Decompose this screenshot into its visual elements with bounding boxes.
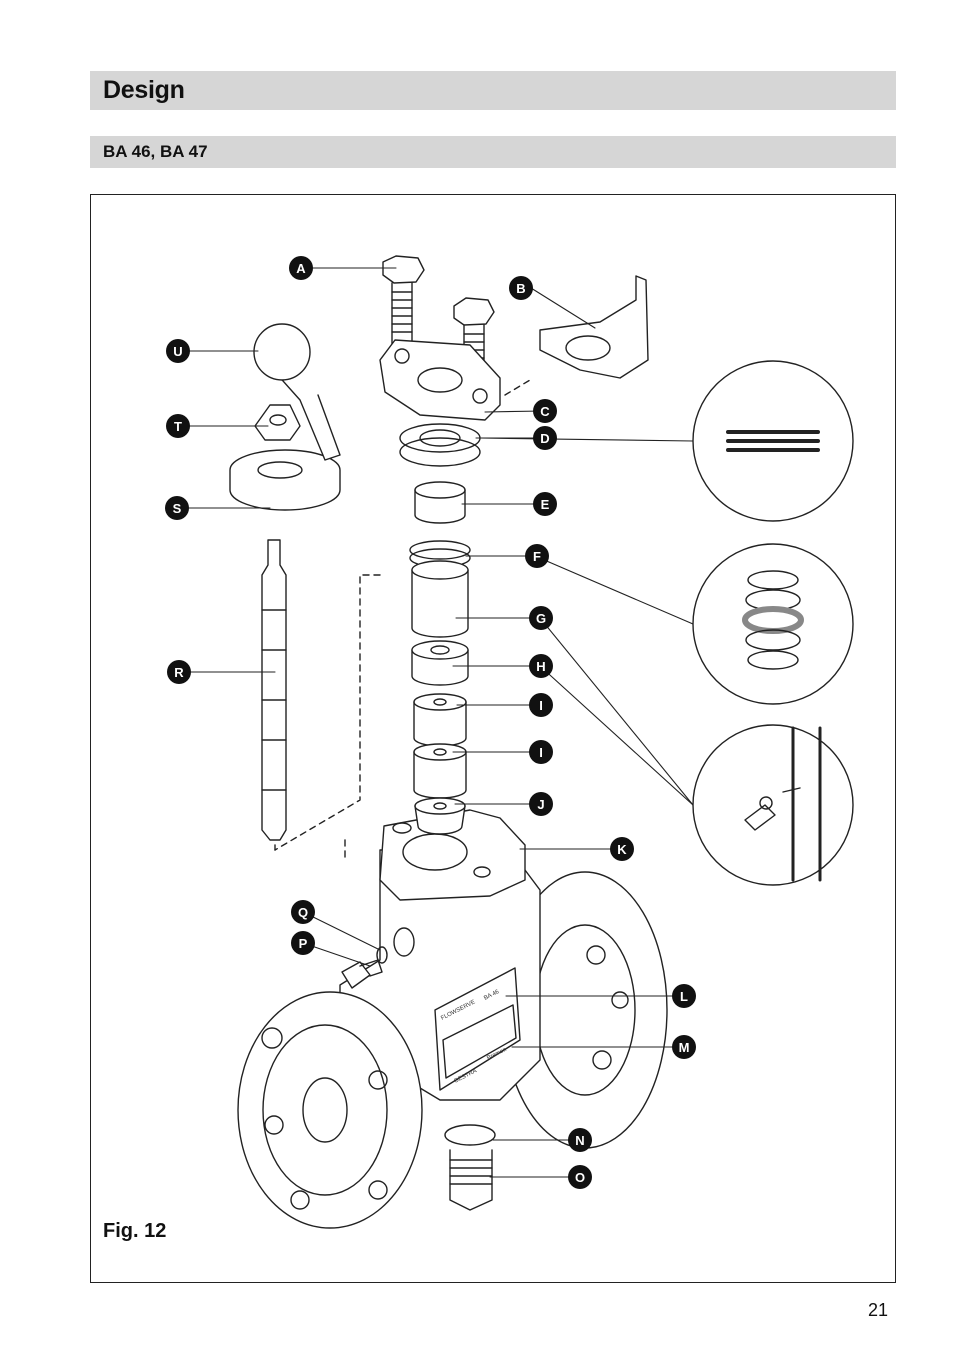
- callout-o: O: [568, 1165, 592, 1189]
- internal-stack: [274, 481, 471, 851]
- svg-text:I: I: [539, 698, 543, 713]
- subsection-header-bar: BA 46, BA 47: [90, 136, 896, 168]
- callout-d: D: [533, 426, 557, 450]
- callout-markers: A B C D E F G H I I J K L M N O P Q R S …: [165, 256, 696, 1189]
- svg-text:P: P: [299, 936, 308, 951]
- callout-f: F: [525, 544, 549, 568]
- valve-body: FLOWSERVE BA 46 Bremen GESTRA: [237, 809, 668, 1229]
- subsection-title: BA 46, BA 47: [103, 142, 208, 161]
- svg-text:E: E: [541, 497, 550, 512]
- callout-b: B: [509, 276, 533, 300]
- callout-u: U: [166, 339, 190, 363]
- svg-text:U: U: [173, 344, 182, 359]
- svg-text:F: F: [533, 549, 541, 564]
- leader-lines: [176, 267, 694, 1178]
- figure-label: Fig. 12: [103, 1220, 167, 1242]
- svg-text:S: S: [173, 501, 182, 516]
- callout-s: S: [165, 496, 189, 520]
- callout-q: Q: [291, 900, 315, 924]
- callout-c: C: [533, 399, 557, 423]
- bonnet-assembly: [379, 255, 649, 467]
- svg-text:L: L: [680, 989, 688, 1004]
- figure-frame: [90, 194, 896, 1283]
- svg-text:O: O: [575, 1170, 585, 1185]
- svg-text:M: M: [679, 1040, 690, 1055]
- svg-text:D: D: [540, 431, 549, 446]
- callout-l: L: [672, 984, 696, 1008]
- svg-text:B: B: [516, 281, 525, 296]
- svg-text:J: J: [537, 797, 544, 812]
- callout-j: J: [529, 792, 553, 816]
- callout-a: A: [289, 256, 313, 280]
- callout-r: R: [167, 660, 191, 684]
- svg-text:H: H: [536, 659, 545, 674]
- svg-text:C: C: [540, 404, 550, 419]
- callout-p: P: [291, 931, 315, 955]
- svg-text:N: N: [575, 1133, 584, 1148]
- svg-text:T: T: [174, 419, 182, 434]
- section-header-bar: Design: [90, 71, 896, 110]
- svg-text:A: A: [296, 261, 306, 276]
- callout-i-upper: I: [529, 693, 553, 717]
- callout-g: G: [529, 606, 553, 630]
- callout-k: K: [610, 837, 634, 861]
- callout-i-lower: I: [529, 740, 553, 764]
- detail-views: [692, 360, 854, 886]
- page-number: 21: [868, 1300, 889, 1320]
- callout-t: T: [166, 414, 190, 438]
- svg-text:G: G: [536, 611, 546, 626]
- section-title: Design: [103, 76, 185, 104]
- callout-h: H: [529, 654, 553, 678]
- svg-text:Q: Q: [298, 905, 308, 920]
- callout-e: E: [533, 492, 557, 516]
- svg-text:R: R: [174, 665, 184, 680]
- callout-n: N: [568, 1128, 592, 1152]
- spindle-assembly: [229, 323, 346, 861]
- callout-m: M: [672, 1035, 696, 1059]
- svg-text:I: I: [539, 745, 543, 760]
- svg-text:K: K: [617, 842, 627, 857]
